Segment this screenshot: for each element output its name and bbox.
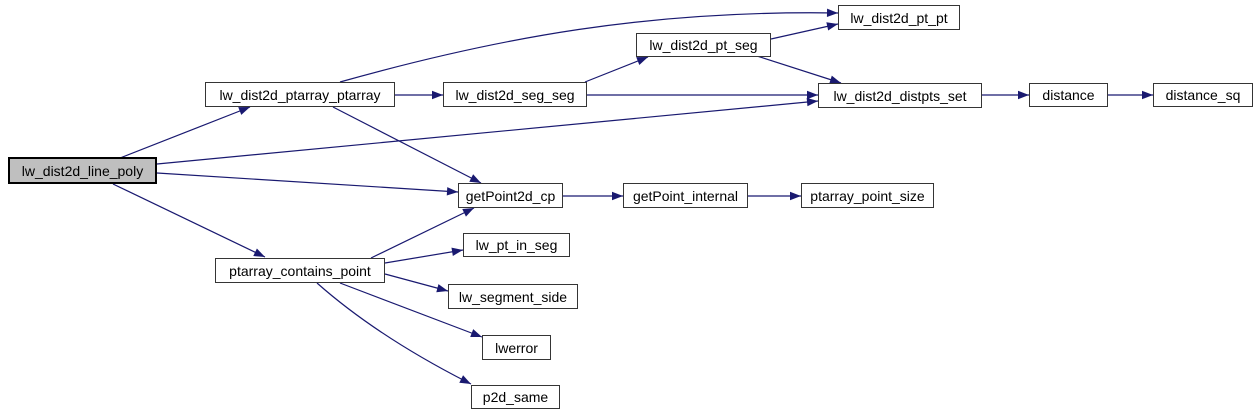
edge-lw_dist2d_ptarray_ptarray-to-lw_dist2d_pt_pt bbox=[339, 8, 839, 83]
edge-ptarray_contains_point-to-lw_pt_in_seg bbox=[384, 247, 464, 264]
arrowhead-icon bbox=[612, 191, 623, 201]
node-distance[interactable]: distance bbox=[1029, 83, 1108, 107]
edge-ptarray_contains_point-to-lw_segment_side bbox=[384, 273, 449, 293]
edge-lw_dist2d_ptarray_ptarray-to-lw_dist2d_seg_seg bbox=[395, 90, 443, 100]
arrowhead-icon bbox=[826, 22, 838, 31]
arrowhead-icon bbox=[446, 187, 458, 196]
edge-lw_dist2d_line_poly-to-ptarray_contains_point bbox=[112, 183, 266, 258]
edge-ptarray_contains_point-to-getPoint2d_cp bbox=[370, 207, 475, 259]
node-lw_dist2d_pt_seg[interactable]: lw_dist2d_pt_seg bbox=[636, 33, 771, 57]
edge-lw_dist2d_pt_seg-to-lw_dist2d_pt_pt bbox=[770, 22, 839, 40]
node-getPoint_internal[interactable]: getPoint_internal bbox=[623, 183, 748, 208]
node-ptarray_point_size[interactable]: ptarray_point_size bbox=[801, 183, 934, 208]
edge-lw_dist2d_line_poly-to-getPoint2d_cp bbox=[156, 172, 459, 196]
edge-lw_dist2d_ptarray_ptarray-to-getPoint2d_cp bbox=[332, 106, 482, 184]
edge-getPoint2d_cp-to-getPoint_internal bbox=[563, 191, 623, 201]
edge-lw_dist2d_line_poly-to-lw_dist2d_ptarray_ptarray bbox=[119, 106, 251, 159]
arrowhead-icon bbox=[238, 107, 250, 115]
arrowhead-icon bbox=[1142, 90, 1153, 100]
edge-ptarray_contains_point-to-lwerror bbox=[339, 282, 483, 338]
node-ptarray_contains_point[interactable]: ptarray_contains_point bbox=[215, 258, 385, 283]
edge-lw_dist2d_distpts_set-to-distance bbox=[982, 90, 1029, 100]
edge-lw_dist2d_pt_seg-to-lw_dist2d_distpts_set bbox=[756, 55, 842, 84]
node-lw_dist2d_distpts_set[interactable]: lw_dist2d_distpts_set bbox=[818, 83, 982, 108]
arrowhead-icon bbox=[253, 248, 265, 257]
arrowhead-icon bbox=[462, 208, 474, 217]
arrowhead-icon bbox=[806, 97, 818, 107]
node-lw_dist2d_line_poly: lw_dist2d_line_poly bbox=[8, 157, 157, 184]
arrowhead-icon bbox=[459, 375, 471, 384]
node-lw_dist2d_pt_pt[interactable]: lw_dist2d_pt_pt bbox=[838, 5, 960, 30]
edge-distance-to-distance_sq bbox=[1108, 90, 1153, 100]
arrowhead-icon bbox=[436, 284, 448, 293]
edge-getPoint_internal-to-ptarray_point_size bbox=[748, 191, 801, 201]
edge-lw_dist2d_line_poly-to-lw_dist2d_distpts_set bbox=[156, 97, 819, 165]
node-p2d_same[interactable]: p2d_same bbox=[471, 385, 560, 409]
arrowhead-icon bbox=[470, 329, 482, 338]
edge-ptarray_contains_point-to-p2d_same bbox=[316, 282, 472, 385]
node-lw_segment_side[interactable]: lw_segment_side bbox=[448, 284, 578, 309]
node-lwerror[interactable]: lwerror bbox=[482, 335, 551, 360]
node-getPoint2d_cp[interactable]: getPoint2d_cp bbox=[458, 183, 563, 208]
arrowhead-icon bbox=[790, 191, 801, 201]
node-lw_pt_in_seg[interactable]: lw_pt_in_seg bbox=[463, 233, 570, 257]
arrowhead-icon bbox=[807, 90, 818, 100]
arrowhead-icon bbox=[432, 90, 443, 100]
arrowhead-icon bbox=[829, 75, 841, 84]
arrowhead-icon bbox=[451, 247, 463, 256]
node-lw_dist2d_seg_seg[interactable]: lw_dist2d_seg_seg bbox=[443, 82, 587, 107]
edge-lw_dist2d_seg_seg-to-lw_dist2d_pt_seg bbox=[584, 56, 649, 83]
arrowhead-icon bbox=[469, 174, 481, 183]
arrowhead-icon bbox=[826, 8, 838, 18]
node-distance_sq[interactable]: distance_sq bbox=[1153, 83, 1253, 107]
arrowhead-icon bbox=[636, 57, 648, 65]
node-lw_dist2d_ptarray_ptarray[interactable]: lw_dist2d_ptarray_ptarray bbox=[205, 82, 395, 107]
edge-lw_dist2d_seg_seg-to-lw_dist2d_distpts_set bbox=[587, 90, 818, 100]
arrowhead-icon bbox=[1018, 90, 1029, 100]
